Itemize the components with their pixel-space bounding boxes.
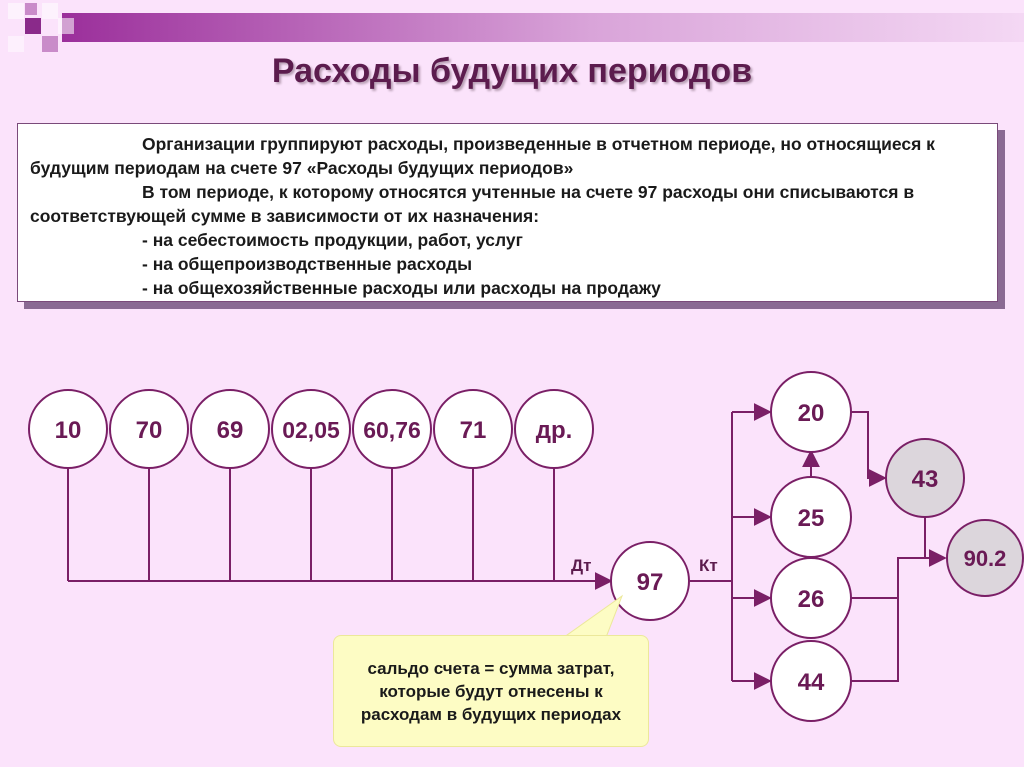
credit-label: Кт	[699, 556, 718, 575]
callout-pointer	[558, 594, 624, 641]
node-label: 25	[798, 505, 825, 532]
target-node: 25	[770, 476, 852, 558]
node-label: 44	[798, 669, 825, 696]
source-node: 02,05	[271, 389, 351, 469]
node-label: др.	[536, 417, 573, 444]
center-node-97: 97	[610, 541, 690, 621]
node-label: 26	[798, 586, 825, 613]
description-paragraph-2: В том периоде, к которому относятся учте…	[30, 182, 915, 226]
description-bullet: - на общепроизводственные расходы	[142, 254, 473, 274]
description-paragraph-1: Организации группируют расходы, произвед…	[30, 134, 935, 178]
source-node: 71	[433, 389, 513, 469]
node-label: 70	[136, 417, 163, 444]
diagram-connectors	[67, 403, 947, 690]
source-node: 60,76	[352, 389, 432, 469]
target-node: 26	[770, 557, 852, 639]
arrow-20-to-43	[851, 411, 887, 487]
final-node-90-2: 90.2	[946, 519, 1024, 597]
description-bullet: - на общехозяйственные расходы или расхо…	[142, 278, 661, 298]
page-title: Расходы будущих периодов	[271, 52, 753, 90]
callout-text: сальдо счета = сумма затрат, которые буд…	[360, 658, 622, 724]
node-label: 97	[637, 569, 664, 596]
node-label: 20	[798, 400, 825, 427]
node-label: 10	[55, 417, 82, 444]
source-node: 10	[28, 389, 108, 469]
source-node: 69	[190, 389, 270, 469]
node-label: 90.2	[964, 546, 1007, 571]
node-label: 71	[460, 417, 487, 444]
description-bullet: - на себестоимость продукции, работ, усл…	[142, 230, 523, 250]
description-box: Организации группируют расходы, произвед…	[17, 123, 998, 302]
node-label: 02,05	[282, 417, 340, 443]
node-label: 43	[912, 466, 939, 493]
source-node: 70	[109, 389, 189, 469]
node-label: 60,76	[363, 417, 421, 443]
node-label: 69	[217, 417, 244, 444]
intermediate-node-43: 43	[885, 438, 965, 518]
target-node: 44	[770, 640, 852, 722]
target-node: 20	[770, 371, 852, 453]
source-node: др.	[514, 389, 594, 469]
balance-callout: сальдо счета = сумма затрат, которые буд…	[333, 635, 649, 747]
connector-line	[851, 598, 899, 682]
arrow-to-90-2	[924, 515, 947, 567]
debit-label: Дт	[571, 556, 591, 575]
decorative-header-bar	[8, 3, 1024, 52]
connector-line	[851, 557, 945, 599]
